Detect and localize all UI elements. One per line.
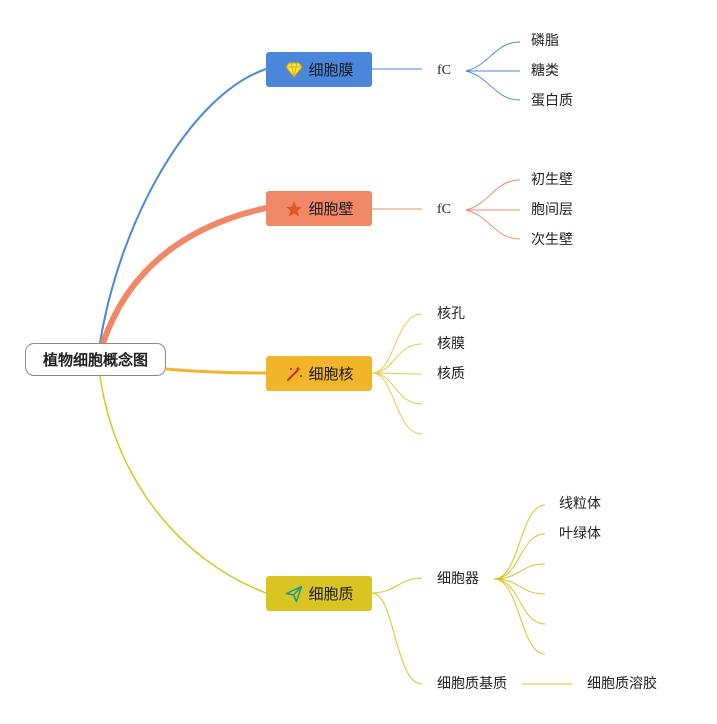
leaf-nucleoplasm[interactable]: 核质 [437,366,465,382]
topic-nucleus[interactable]: 细胞核 [266,356,372,391]
topic-label: 细胞质 [308,585,354,603]
leaf-mitochondria[interactable]: 线粒体 [559,496,601,512]
connector-root-wall [100,205,269,346]
topic-label: 细胞膜 [308,61,354,79]
magic-wand-icon [284,364,304,384]
diamond-icon [284,60,304,80]
star-icon [284,199,304,219]
topic-cell-wall[interactable]: 细胞壁 [266,191,372,226]
connector-organelle-leaves [493,504,546,655]
leaf-sugar[interactable]: 糖类 [531,63,559,79]
topic-cytoplasm[interactable]: 细胞质 [266,576,372,611]
leaf-nuclear-pore[interactable]: 核孔 [437,306,465,322]
leaf-secondary-wall[interactable]: 次生壁 [531,232,573,248]
connector-wall-leaves [465,179,521,240]
connector-root-membrane [99,68,267,344]
leaf-phospholipid[interactable]: 磷脂 [531,33,559,49]
paper-plane-icon [284,584,304,604]
connector-root-cytoplasm [99,375,267,594]
connector-root-nucleus [165,367,267,375]
leaf-middle-lamella[interactable]: 胞间层 [531,202,573,218]
leaf-protein[interactable]: 蛋白质 [531,93,573,109]
connector-nucleus-leaves [371,313,423,435]
leaf-primary-wall[interactable]: 初生壁 [531,172,573,188]
leaf-nuclear-envelope[interactable]: 核膜 [437,336,465,352]
leaf-chloroplast[interactable]: 叶绿体 [559,526,601,542]
topic-label: 细胞核 [308,365,354,383]
connector-membrane-leaves [465,41,521,101]
connector-cytoplasm-sub [371,577,423,685]
wall-hub-label: fC [437,202,451,217]
topic-cell-membrane[interactable]: 细胞膜 [266,52,372,87]
sub-organelles[interactable]: 细胞器 [437,571,479,587]
sub-cytoplasmic-matrix[interactable]: 细胞质基质 [437,676,507,692]
root-topic[interactable]: 植物细胞概念图 [25,343,166,376]
leaf-cytosol[interactable]: 细胞质溶胶 [587,676,657,692]
topic-label: 细胞壁 [308,200,354,218]
membrane-hub-label: fC [437,63,451,78]
